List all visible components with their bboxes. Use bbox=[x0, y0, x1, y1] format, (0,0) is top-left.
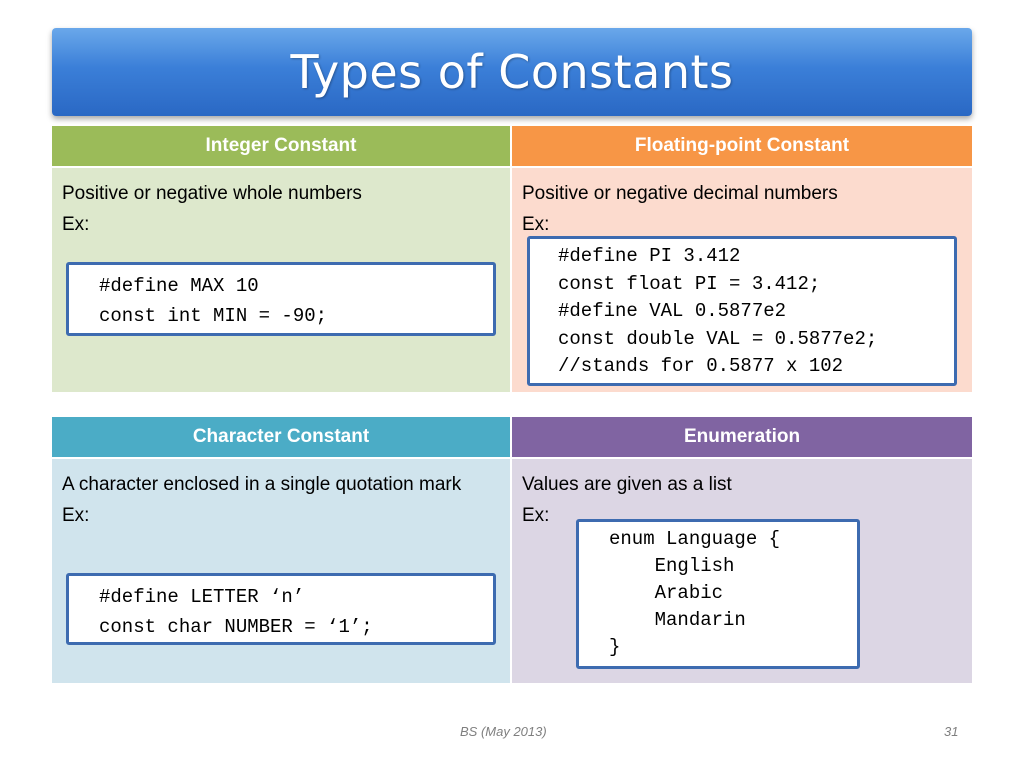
code-line: //stands for 0.5877 x 102 bbox=[558, 355, 844, 377]
title-bar: Types of Constants bbox=[52, 28, 972, 116]
cell-enumeration: Values are given as a list Ex: enum Lang… bbox=[512, 459, 972, 683]
enum-ex-label: Ex: bbox=[522, 505, 550, 526]
float-code-box: #define PI 3.412 const float PI = 3.412; #… bbox=[527, 236, 957, 386]
cell-floating-point-constant: Positive or negative decimal numbers Ex:… bbox=[512, 168, 972, 392]
code-line: const float PI = 3.412; bbox=[558, 272, 821, 295]
header-integer-constant: Integer Constant bbox=[52, 126, 510, 166]
constants-table-1: Integer Constant Floating-point Constant… bbox=[52, 126, 972, 392]
code-line: Arabic bbox=[609, 582, 724, 604]
code-line: const char NUMBER = ‘1’; bbox=[99, 616, 373, 638]
char-description: A character enclosed in a single quotati… bbox=[62, 474, 462, 495]
code-line: } bbox=[609, 636, 621, 658]
enum-code-box: enum Language { English Arabic Mandarin} bbox=[576, 519, 860, 669]
code-line: const double VAL = 0.5877e2; bbox=[558, 327, 878, 350]
code-line: const int MIN = -90; bbox=[99, 305, 328, 327]
footer-page-number: 31 bbox=[944, 724, 959, 739]
integer-code-box: #define MAX 10 const int MIN = -90; bbox=[66, 262, 496, 336]
code-line: Mandarin bbox=[609, 609, 746, 631]
char-code-box: #define LETTER ‘n’ const char NUMBER = ‘1… bbox=[66, 573, 496, 645]
float-description: Positive or negative decimal numbers bbox=[522, 183, 838, 204]
code-line: #define VAL 0.5877e2 bbox=[558, 300, 787, 322]
code-line: enum Language { bbox=[609, 528, 781, 550]
constants-table-2: Character Constant Enumeration A charact… bbox=[52, 417, 972, 683]
header-character-constant: Character Constant bbox=[52, 417, 510, 457]
code-line: #define PI 3.412 bbox=[558, 245, 741, 267]
enum-description: Values are given as a list bbox=[522, 474, 732, 495]
integer-ex-label: Ex: bbox=[62, 214, 90, 235]
float-ex-label: Ex: bbox=[522, 214, 550, 235]
header-floating-point-constant: Floating-point Constant bbox=[512, 126, 972, 166]
char-ex-label: Ex: bbox=[62, 505, 90, 526]
cell-character-constant: A character enclosed in a single quotati… bbox=[52, 459, 510, 683]
code-line: English bbox=[609, 555, 735, 577]
code-line: #define LETTER ‘n’ bbox=[99, 586, 305, 608]
integer-description: Positive or negative whole numbers bbox=[62, 183, 362, 204]
header-enumeration: Enumeration bbox=[512, 417, 972, 457]
cell-integer-constant: Positive or negative whole numbers Ex: #… bbox=[52, 168, 510, 392]
footer-date: BS (May 2013) bbox=[460, 724, 547, 739]
slide-title: Types of Constants bbox=[290, 45, 734, 99]
code-line: #define MAX 10 bbox=[99, 275, 259, 297]
